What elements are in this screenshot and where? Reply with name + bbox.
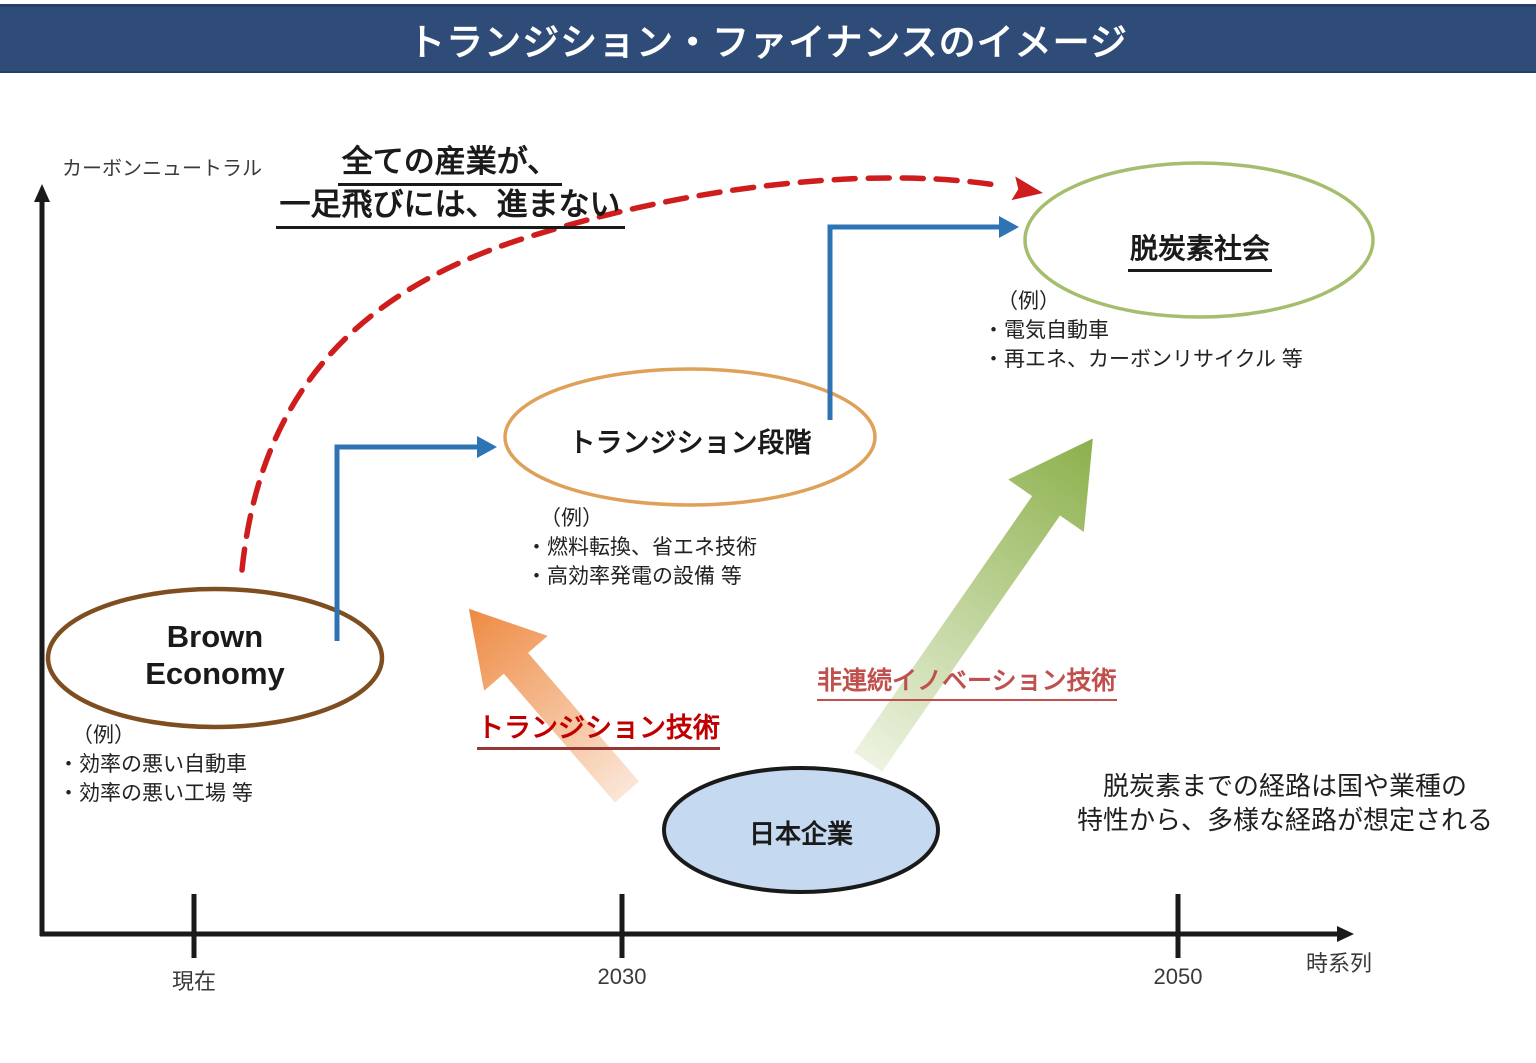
brown-example-heading: （例）: [72, 724, 135, 747]
transition-stage-examples: （例） ・燃料転換、省エネ技術 ・高効率発電の設備 等: [526, 505, 757, 592]
pathway-note: 脱炭素までの経路は国や業種の 特性から、多様な経路が想定される: [1055, 770, 1515, 838]
decarbonized-society-label-text: 脱炭素社会: [1127, 227, 1272, 272]
y-axis-arrowhead-icon: [34, 184, 50, 202]
japanese-companies-label: 日本企業: [748, 819, 853, 849]
decarbon-example-heading: （例）: [997, 290, 1060, 313]
x-tick-label-2050: 2050: [1153, 964, 1203, 989]
transition-tech-label-text: トランジション技術: [477, 706, 720, 750]
japanese-companies-ellipse: [662, 766, 940, 894]
decarbonized-society-ellipse: [1023, 161, 1375, 319]
blue-arrowhead-2-icon: [999, 216, 1019, 238]
decarbon-example-item: ・電気自動車: [983, 318, 1109, 342]
innovation-tech-label: 非連続イノベーション技術: [817, 661, 1117, 701]
green-innovation-arrow: [854, 438, 1093, 772]
transition-stage-ellipse: [503, 367, 877, 507]
decarbonized-society-examples: （例） ・電気自動車 ・再エネ、カーボンリサイクル 等: [983, 288, 1303, 375]
brown-economy-label-line2: Economy: [145, 656, 285, 692]
red-dashed-arrowhead-icon: [1011, 176, 1043, 201]
transition-example-item: ・高効率発電の設備 等: [526, 564, 742, 588]
blue-connector-transition-to-decarbon: [827, 224, 999, 420]
x-axis-arrowhead-icon: [1337, 926, 1354, 942]
title-banner: トランジション・ファイナンスのイメージ: [0, 4, 1536, 73]
transition-tech-label: トランジション技術: [477, 706, 720, 750]
brown-example-item: ・効率の悪い工場 等: [58, 781, 253, 805]
brown-example-item: ・効率の悪い自動車: [58, 752, 247, 776]
page-title: トランジション・ファイナンスのイメージ: [408, 22, 1128, 63]
leap-annotation-line1: 全ての産業が、: [337, 143, 563, 186]
decarbonized-society-label: 脱炭素社会: [1025, 227, 1375, 272]
transition-example-heading: （例）: [540, 507, 603, 530]
innovation-tech-label-text: 非連続イノベーション技術: [817, 661, 1117, 701]
x-tick-label-now: 現在: [171, 969, 216, 994]
brown-economy-examples: （例） ・効率の悪い自動車 ・効率の悪い工場 等: [58, 722, 253, 809]
brown-economy-label: Brown Economy: [48, 618, 382, 692]
pathway-note-line1: 脱炭素までの経路は国や業種の: [1102, 771, 1467, 801]
orange-transition-arrow: [468, 608, 640, 803]
brown-economy-label-line1: Brown: [166, 619, 264, 654]
y-axis-label: カーボンニュートラル: [62, 158, 262, 180]
pathway-note-line2: 特性から、多様な経路が想定される: [1076, 804, 1493, 835]
x-axis-label: 時系列: [1306, 951, 1373, 976]
blue-connector-brown-to-transition: [334, 444, 477, 641]
leap-annotation: 全ての産業が、 一足飛びには、進まない: [250, 143, 650, 229]
transition-example-item: ・燃料転換、省エネ技術: [526, 535, 757, 559]
decarbon-example-item: ・再エネ、カーボンリサイクル 等: [983, 347, 1303, 371]
red-dashed-curve: [239, 175, 1005, 573]
brown-economy-ellipse: [45, 586, 385, 730]
leap-annotation-line2: 一足飛びには、進まない: [275, 186, 625, 229]
blue-arrowhead-1-icon: [477, 436, 497, 458]
x-tick-label-2030: 2030: [597, 964, 647, 989]
transition-stage-label: トランジション段階: [568, 428, 812, 458]
